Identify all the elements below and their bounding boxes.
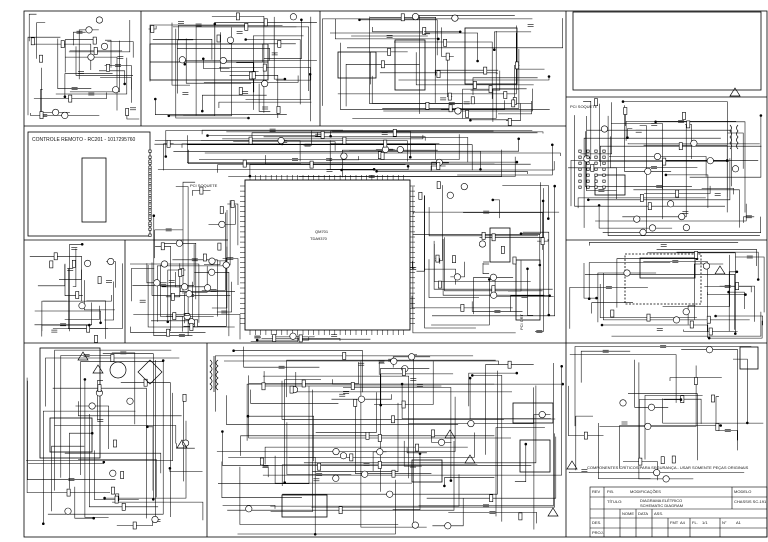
tb-author-label: P.B.	[607, 489, 615, 494]
pci-soquete-left-title: PCI SOQUETE	[190, 183, 218, 188]
cpu-part-label: TDA9370	[310, 236, 327, 241]
tb-sheet-label: FL.	[692, 520, 698, 525]
tb-sheet-value: 1/1	[702, 520, 708, 525]
pci-crt-vertical-label: PCI CRT	[519, 314, 524, 330]
tb-changes-label: MODIFICAÇÕES	[630, 489, 661, 494]
tb-model-label: MODELO	[734, 489, 752, 494]
remote-block-title: CONTROLE REMOTO - RC201 - 1017295760	[32, 137, 136, 143]
cpu-ic	[240, 175, 415, 335]
tb-no-label: N°	[722, 520, 727, 525]
tb-fmt-label: FMT	[670, 520, 679, 525]
sheet-border	[23, 10, 768, 538]
tb-title-line2: SCHEMATIC DIAGRAM	[640, 503, 684, 508]
safety-note: COMPONENTES CRÍTICOS PARA SEGURANÇA - US…	[587, 465, 749, 470]
tb-title-label: TÍTULO:	[607, 499, 623, 504]
tb-col-nome: NOME	[622, 511, 634, 516]
cpu-ref-label: QM701	[315, 229, 329, 234]
tb-rev-label: REV	[592, 489, 601, 494]
tb-col-data: DATA	[638, 511, 649, 516]
tb-row-proj: PROJ.	[592, 530, 604, 535]
tb-title-line1: DIAGRAMA ELÉTRICO	[640, 498, 683, 503]
tb-no-value: A1	[736, 520, 741, 525]
tb-row-des: DES.	[592, 520, 602, 525]
remote-control-block	[27, 131, 151, 237]
title-block-frame	[589, 486, 768, 538]
pci-soquete-right-title: PCI SOQUETE	[570, 104, 598, 109]
tb-col-ass: ASS.	[654, 511, 664, 516]
tb-fmt-value: A4	[680, 520, 685, 525]
tb-model-value: CHASSIS SC-191	[734, 499, 767, 504]
